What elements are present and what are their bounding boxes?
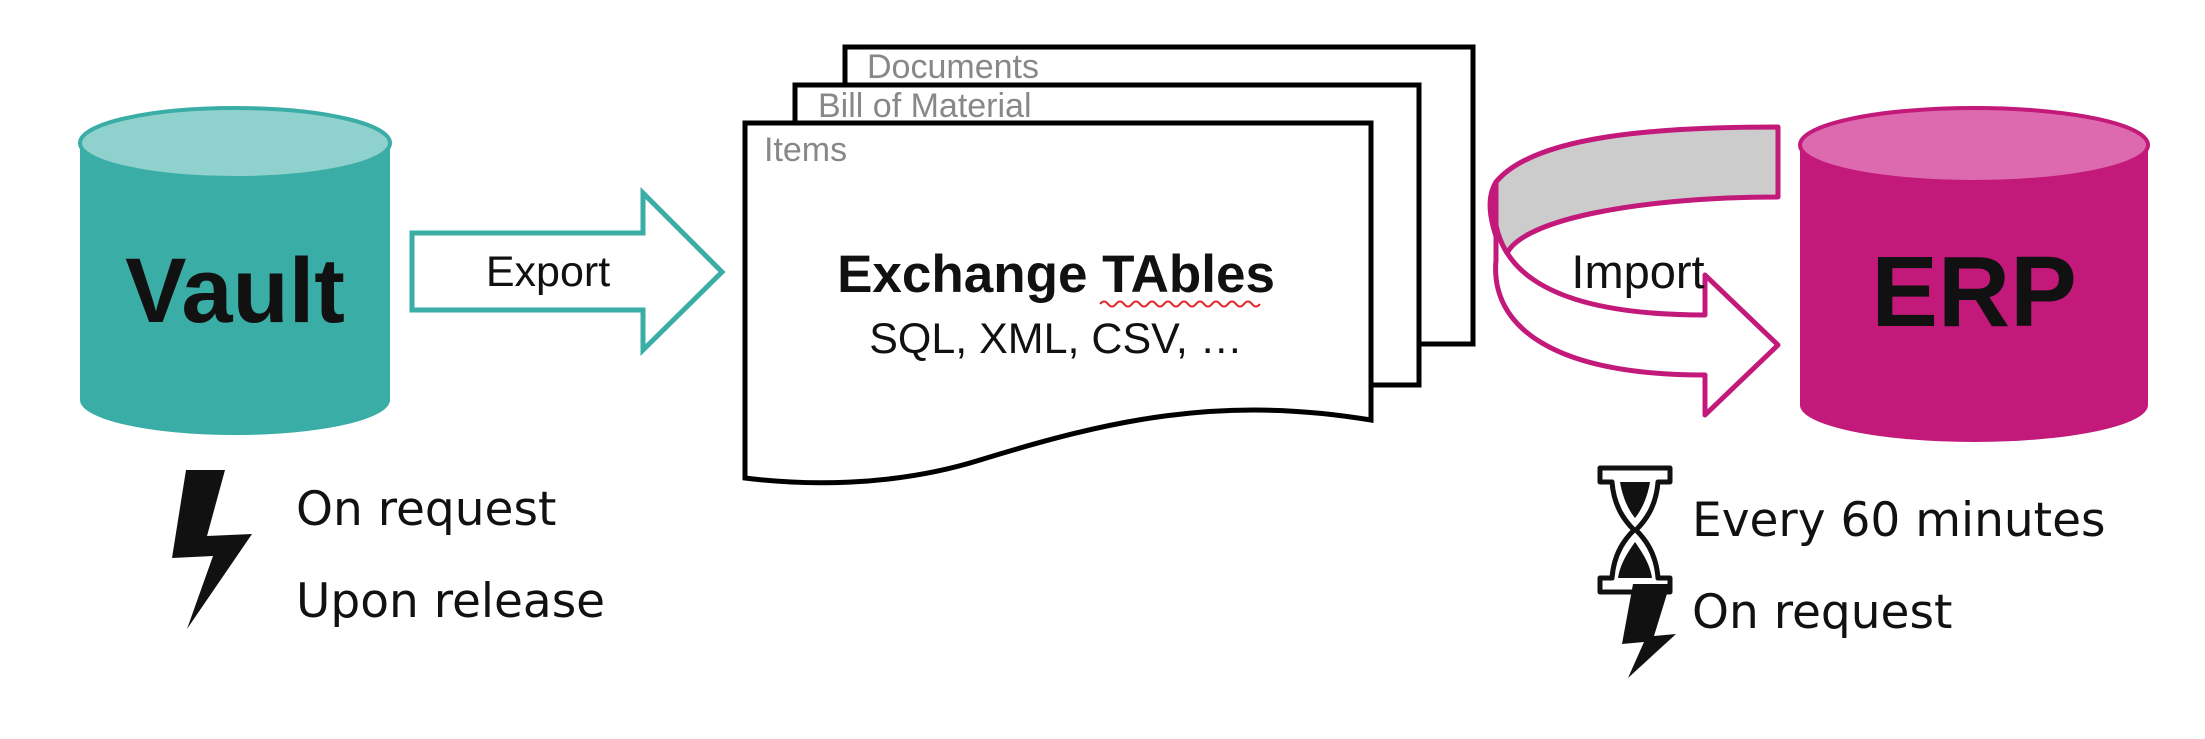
export-arrow-shape xyxy=(409,186,726,356)
vault-label: Vault xyxy=(125,240,345,342)
exchange-tables: Documents Bill of Material Items Exchang… xyxy=(742,44,1476,486)
vault-database: Vault xyxy=(78,106,392,435)
import-label: Import xyxy=(1571,245,1704,298)
export-label: Export xyxy=(486,248,610,296)
exchange-title: Exchange TAbles xyxy=(837,245,1275,304)
erp-cylinder-top xyxy=(1798,106,2150,184)
lightning-icon xyxy=(1622,584,1676,678)
vault-cylinder-body xyxy=(80,143,390,435)
hourglass-icon xyxy=(1597,465,1673,595)
vault-trigger-upon-release: Upon release xyxy=(296,574,606,629)
erp-label: ERP xyxy=(1871,236,2077,348)
sheet-bill-of-material-label: Bill of Material xyxy=(818,87,1032,125)
spellcheck-underline xyxy=(1099,300,1261,308)
sheet-items-label: Items xyxy=(764,131,847,169)
exchange-subtitle: SQL, XML, CSV, … xyxy=(869,315,1243,363)
sheet-documents-label: Documents xyxy=(867,48,1039,86)
export-arrow: Export xyxy=(409,186,726,356)
import-arrow-shape xyxy=(1491,179,1781,418)
lightning-icon xyxy=(172,470,252,629)
erp-database: ERP xyxy=(1798,106,2150,442)
import-arrow: Import xyxy=(1487,124,1781,418)
vault-trigger-on-request: On request xyxy=(296,482,557,537)
erp-trigger-on-request: On request xyxy=(1692,585,1953,640)
erp-cylinder-body xyxy=(1800,145,2148,442)
erp-trigger-every-60-minutes: Every 60 minutes xyxy=(1692,493,2106,548)
vault-cylinder-top xyxy=(78,106,392,180)
import-arrow-inner-band xyxy=(1487,124,1781,263)
sheet-items xyxy=(742,120,1374,486)
